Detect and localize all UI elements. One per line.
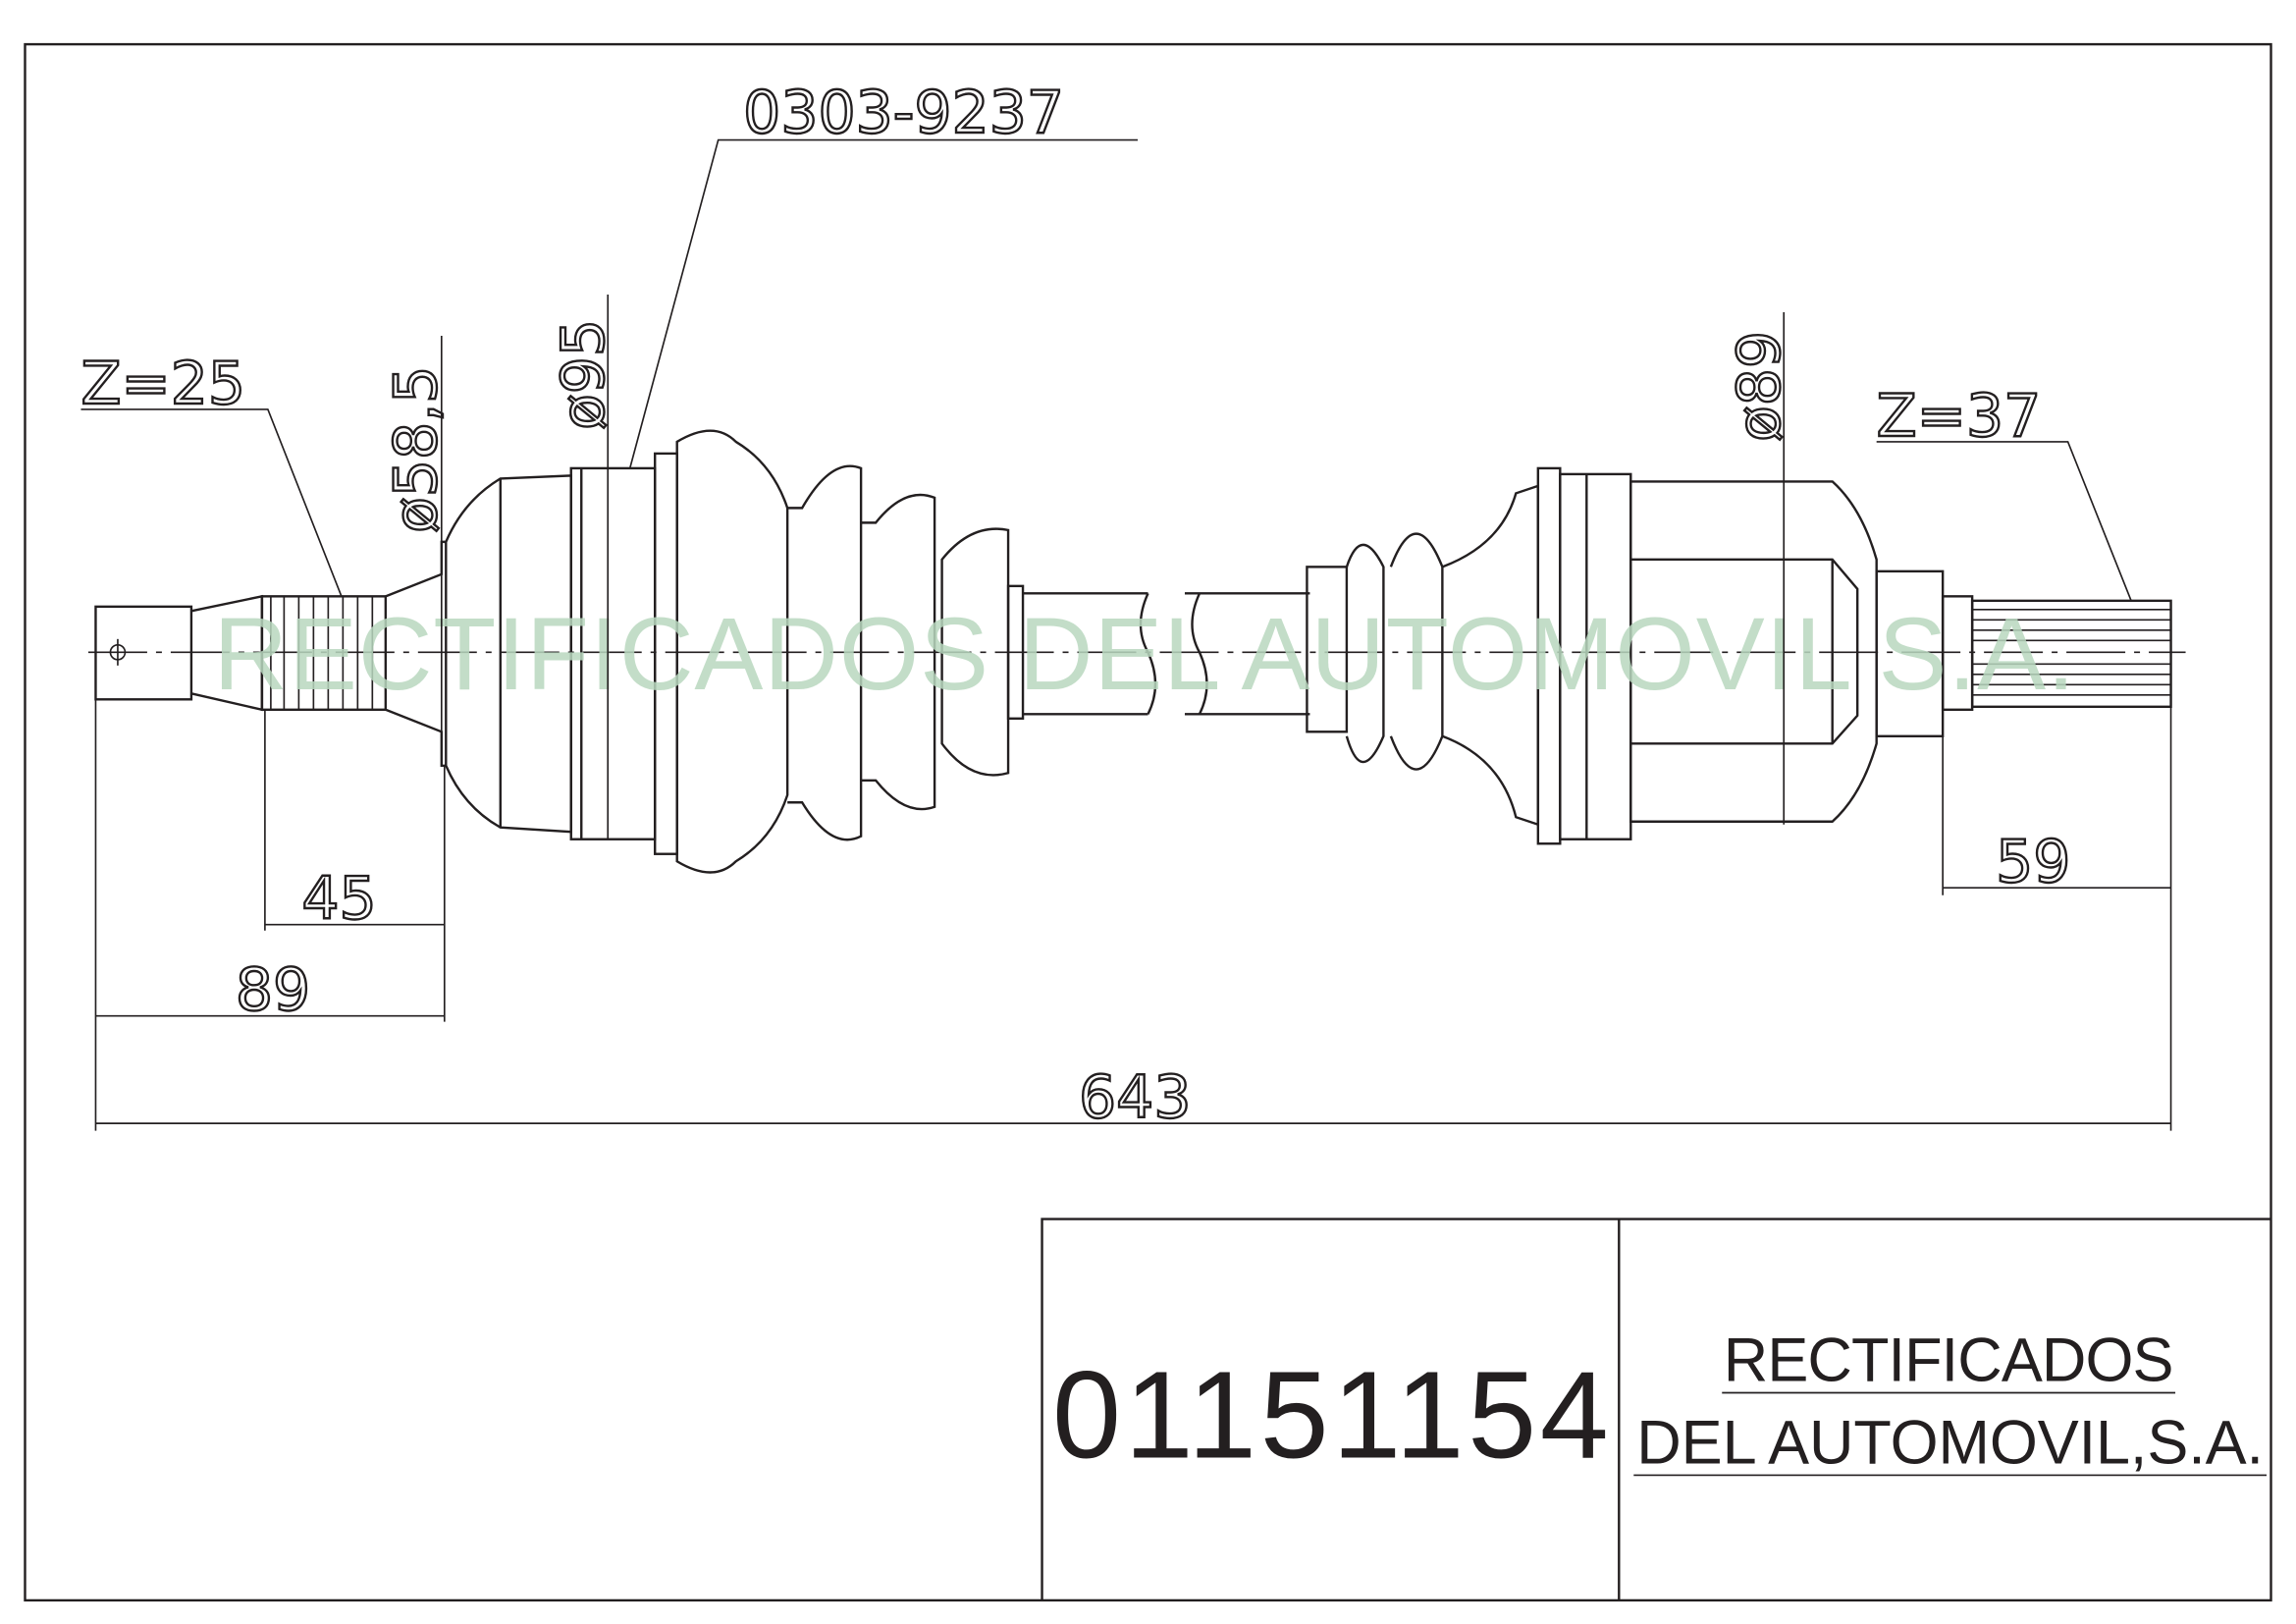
dim-59: 59 — [1996, 828, 2070, 896]
reference-number: 0303-9237 — [743, 79, 1064, 147]
leader-lines — [80, 138, 2172, 1131]
diameter-left-flange: ø58,5 — [382, 366, 451, 533]
watermark: RECTIFICADOS DEL AUTOMOVIL S.A. — [213, 597, 2075, 712]
part-number: 01151154 — [1052, 1345, 1609, 1484]
left-spline-label: Z=25 — [80, 350, 245, 418]
dim-643: 643 — [1079, 1063, 1191, 1132]
dim-89: 89 — [236, 956, 310, 1025]
drawing-border — [24, 42, 2272, 1602]
company-name-line1: RECTIFICADOS — [1724, 1326, 2174, 1395]
diameter-outer-joint: ø95 — [550, 319, 618, 430]
outer-stub — [94, 540, 448, 767]
inner-spline — [1972, 609, 2171, 696]
inner-cv-joint — [1184, 466, 2172, 845]
outer-cv-joint — [445, 429, 1157, 874]
dim-45: 45 — [301, 865, 376, 934]
company-name-line2: DEL AUTOMOVIL,S.A. — [1636, 1408, 2264, 1477]
diameter-inner-joint: ø89 — [1726, 331, 1794, 442]
title-block — [1041, 1218, 2271, 1600]
right-spline-label: Z=37 — [1877, 382, 2042, 451]
